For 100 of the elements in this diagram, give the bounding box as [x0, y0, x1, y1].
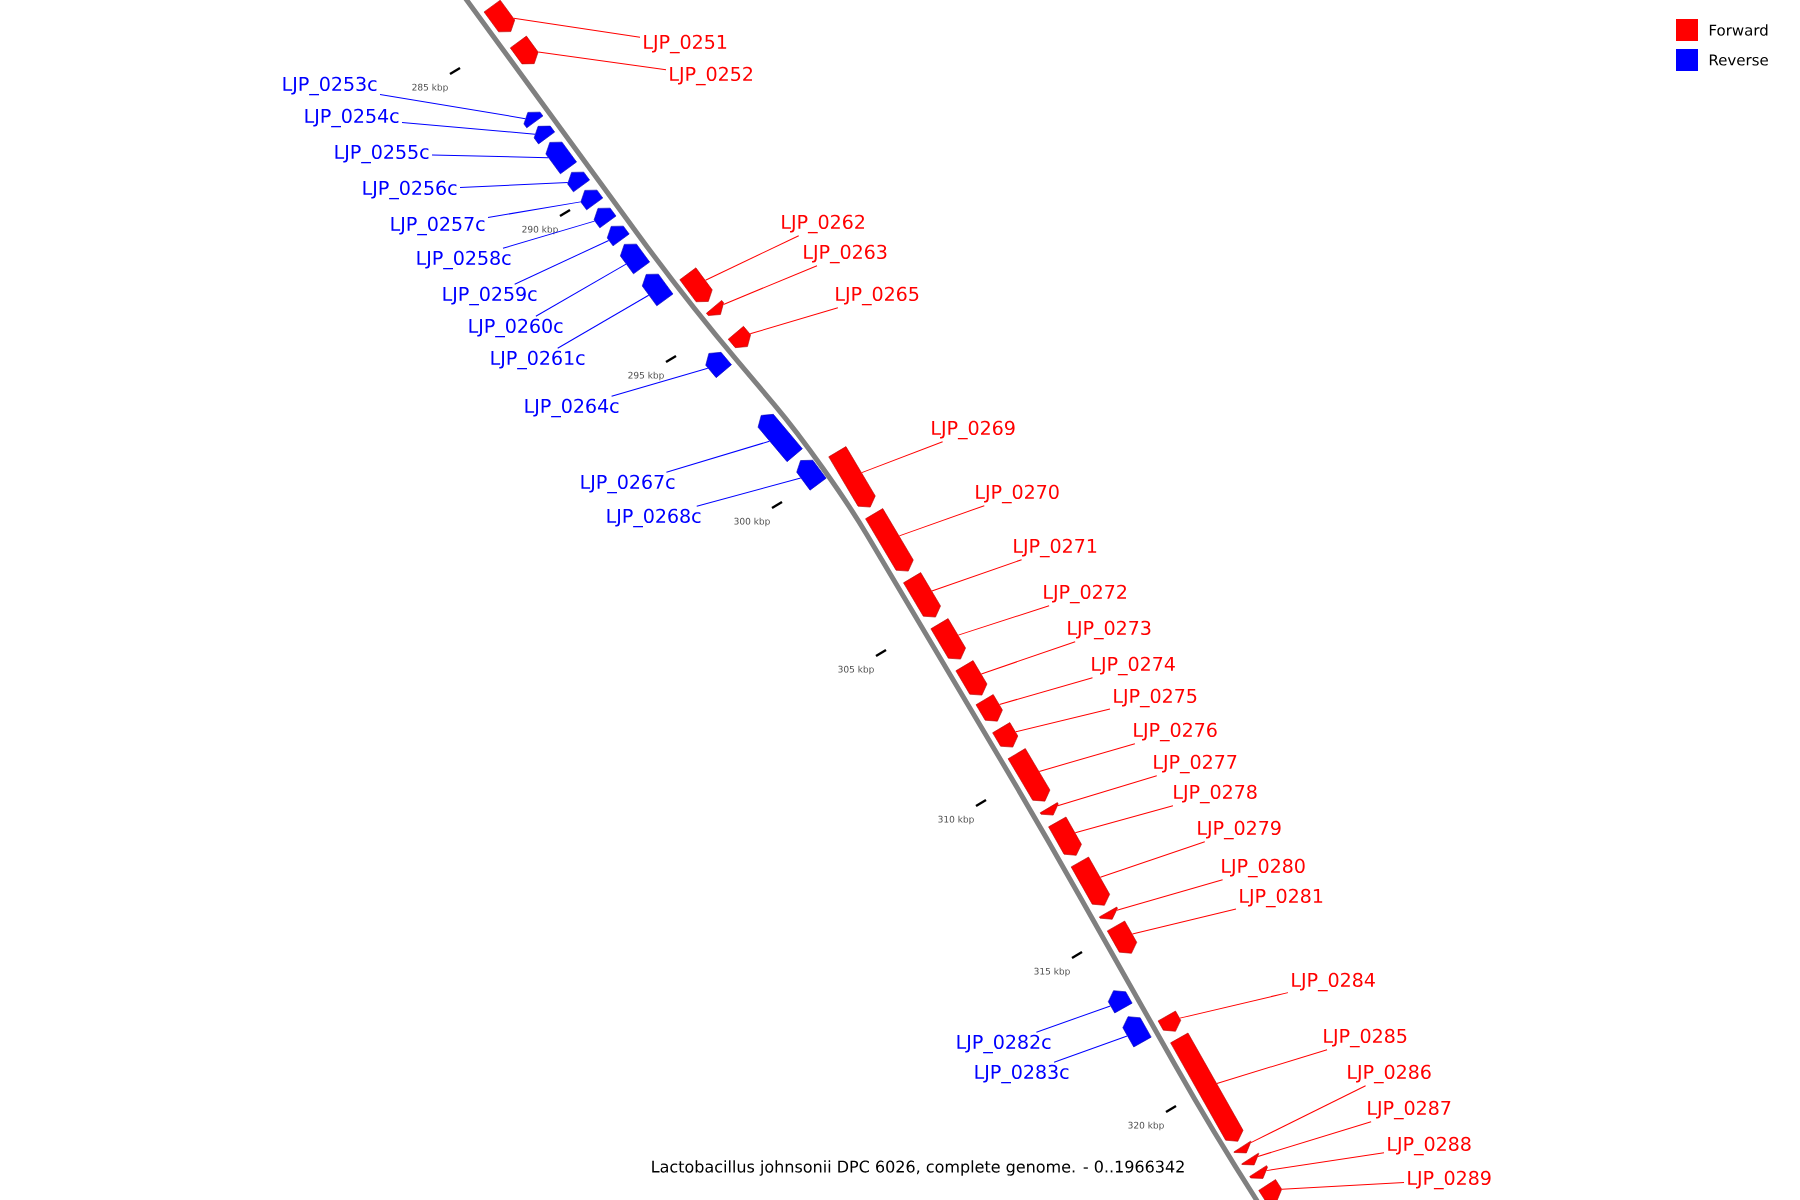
gene-block	[903, 572, 941, 618]
gene-block	[955, 660, 988, 696]
gene-block	[1108, 990, 1133, 1014]
gene-label: LJP_0277	[1154, 754, 1237, 774]
gene-label: LJP_0253c	[283, 76, 377, 96]
gene-label: LJP_0276	[1134, 722, 1217, 742]
gene-label: LJP_0254c	[305, 108, 399, 128]
gene-block	[606, 225, 630, 247]
leader-line	[722, 265, 818, 305]
leader-line	[535, 263, 627, 317]
leader-line	[1057, 775, 1158, 807]
gene-label: LJP_0268c	[607, 508, 701, 528]
gene-label: LJP_0273	[1068, 620, 1151, 640]
leader-line	[1131, 908, 1237, 935]
gene-block	[865, 508, 914, 572]
leader-line	[957, 605, 1050, 636]
caption: Lactobacillus johnsonii DPC 6026, complete genome. - 0..1966342	[648, 1158, 1188, 1178]
gene-block	[1241, 1152, 1260, 1166]
gene-label: LJP_0288	[1388, 1136, 1471, 1156]
gene-label: LJP_0255c	[335, 144, 429, 164]
leader-line	[1038, 743, 1136, 772]
gene-block	[705, 352, 732, 378]
leader-line	[1053, 1035, 1128, 1063]
leader-line	[487, 201, 582, 218]
leader-line	[1015, 708, 1111, 733]
gene-block	[1048, 816, 1082, 856]
leader-line	[1257, 1121, 1372, 1157]
leader-line	[459, 182, 569, 189]
leader-line	[513, 17, 641, 38]
leader-line	[1250, 1085, 1367, 1144]
gene-label: LJP_0251	[644, 34, 727, 54]
leader-line	[704, 235, 800, 281]
gene-label: LJP_0289	[1408, 1170, 1491, 1190]
gene-block	[620, 243, 650, 275]
leader-line	[401, 121, 536, 135]
leader-line	[514, 239, 610, 285]
gene-label: LJP_0272	[1044, 584, 1126, 604]
gene-label: LJP_0265	[836, 286, 919, 306]
leader-line	[998, 677, 1093, 705]
gene-block	[1258, 1179, 1282, 1200]
gene-label: LJP_0279	[1198, 820, 1281, 840]
leader-line	[665, 440, 770, 473]
gene-label: LJP_0287	[1368, 1100, 1451, 1120]
gene-block	[757, 414, 803, 462]
leader-line	[980, 641, 1076, 675]
gene-label: LJP_0262	[782, 214, 864, 234]
leader-line	[1116, 879, 1224, 911]
gene-block	[533, 125, 555, 145]
gene-block	[1007, 748, 1051, 802]
leader-line	[431, 154, 549, 159]
leader-line	[749, 307, 839, 335]
gene-label: LJP_0263	[804, 244, 887, 264]
gene-block	[679, 267, 713, 303]
gene-label: LJP_0286	[1348, 1064, 1431, 1084]
leader-line	[1281, 1181, 1405, 1190]
gene-block	[828, 446, 876, 508]
leader-line	[1099, 841, 1206, 878]
gene-label: LJP_0270	[976, 484, 1059, 504]
gene-label: LJP_0275	[1114, 688, 1197, 708]
leader-line	[898, 505, 985, 537]
gene-block	[483, 0, 516, 33]
gene-label: LJP_0274	[1092, 656, 1175, 676]
leader-line	[1179, 992, 1289, 1019]
gene-label: LJP_0269	[932, 420, 1015, 440]
leader-line	[611, 367, 709, 397]
gene-label: LJP_0260c	[469, 318, 563, 338]
gene-block	[567, 171, 590, 193]
gene-label: LJP_0271	[1014, 538, 1097, 558]
gene-label: LJP_0282c	[957, 1034, 1051, 1054]
gene-block	[1233, 1140, 1252, 1154]
leader-line	[1035, 1005, 1111, 1033]
gene-label: LJP_0264c	[525, 398, 619, 418]
gene-block	[706, 300, 724, 316]
gene-block	[930, 618, 966, 660]
gene-block	[1170, 1032, 1244, 1142]
leader-line	[931, 559, 1023, 592]
gene-block	[796, 459, 827, 491]
gene-label: LJP_0258c	[417, 250, 511, 270]
gene-label: LJP_0278	[1174, 784, 1257, 804]
gene-block	[1122, 1016, 1152, 1048]
gene-block	[580, 189, 604, 211]
gene-block	[975, 694, 1003, 722]
gene-label: LJP_0281	[1240, 888, 1323, 908]
gene-block	[510, 35, 539, 65]
gene-label: LJP_0280	[1222, 858, 1305, 878]
gene-block	[523, 111, 544, 129]
gene-block	[641, 273, 674, 307]
gene-block	[1099, 906, 1118, 920]
gene-label: LJP_0285	[1324, 1028, 1407, 1048]
gene-label: LJP_0261c	[491, 350, 585, 370]
gene-block	[593, 207, 617, 229]
gene-label: LJP_0284	[1292, 972, 1375, 992]
gene-block	[992, 722, 1019, 748]
gene-label: LJP_0283c	[975, 1064, 1069, 1084]
leader-line	[1074, 805, 1174, 834]
gene-label: LJP_0252	[670, 66, 752, 86]
gene-label: LJP_0267c	[581, 474, 675, 494]
leader-line	[537, 51, 667, 71]
gene-block	[1070, 856, 1110, 906]
leader-line	[557, 294, 650, 349]
